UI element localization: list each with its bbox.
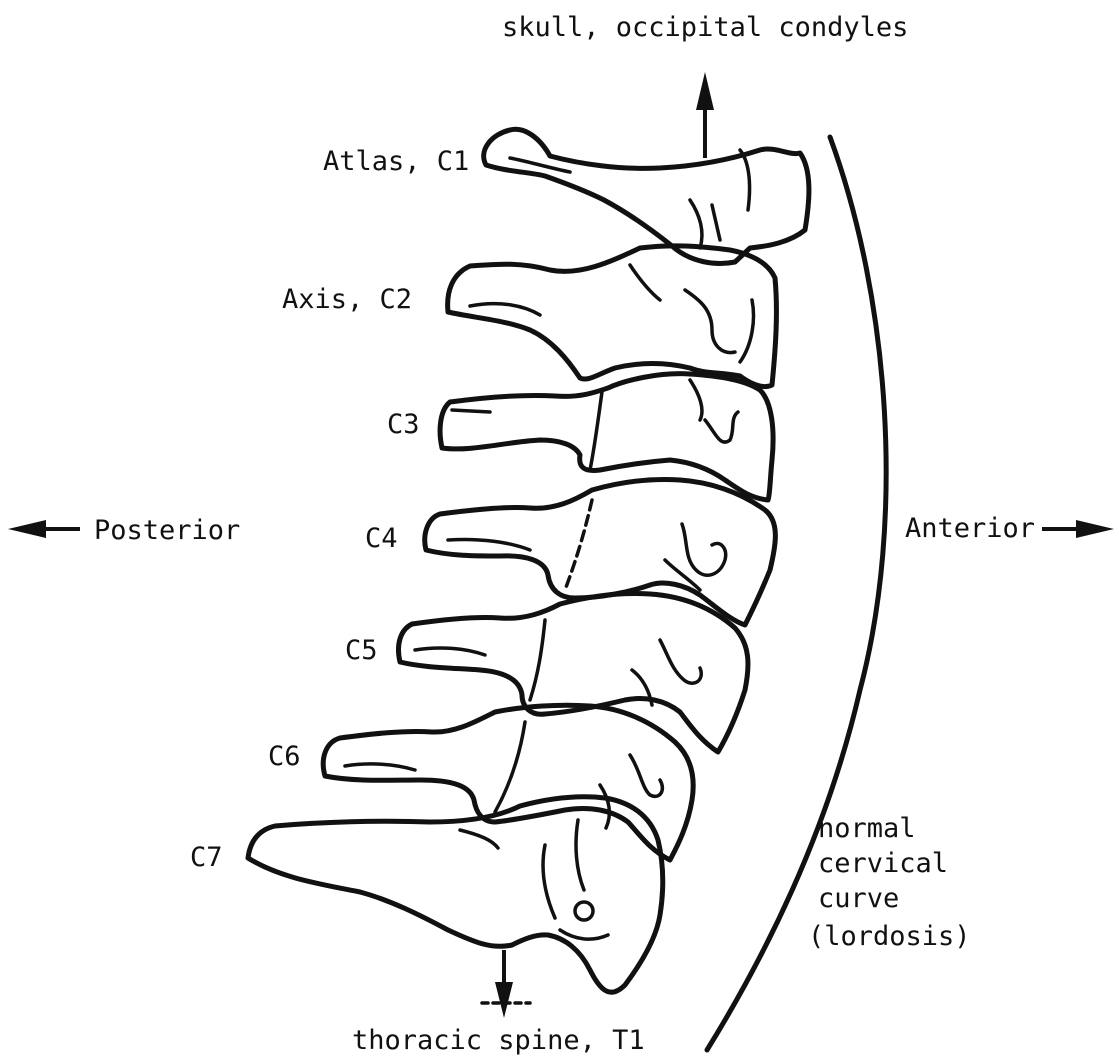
label-curve-cervical: cervical bbox=[818, 848, 948, 879]
label-curve-lordosis: (lordosis) bbox=[808, 921, 971, 952]
label-c6: C6 bbox=[268, 741, 301, 772]
label-atlas-c1: Atlas, C1 bbox=[323, 146, 469, 177]
arrow-right-anterior bbox=[1042, 520, 1114, 538]
vertebra-c4 bbox=[425, 479, 776, 625]
vertebra-c2-axis bbox=[448, 246, 777, 387]
label-curve-curve: curve bbox=[818, 883, 899, 914]
label-posterior: Posterior bbox=[94, 515, 240, 546]
label-c5: C5 bbox=[345, 635, 378, 666]
vertebra-c3 bbox=[440, 374, 773, 500]
arrow-left-posterior bbox=[8, 520, 80, 538]
label-c7: C7 bbox=[190, 842, 223, 873]
arrow-up-skull bbox=[696, 72, 714, 158]
label-curve-normal: normal bbox=[818, 813, 916, 844]
label-anterior: Anterior bbox=[905, 513, 1035, 544]
label-top-skull: skull, occipital condyles bbox=[502, 12, 908, 43]
label-c3: C3 bbox=[387, 409, 420, 440]
label-bottom-thoracic: thoracic spine, T1 bbox=[352, 1025, 645, 1056]
vertebra-c1-atlas bbox=[484, 129, 809, 263]
arrow-down-thoracic bbox=[482, 950, 530, 1018]
label-c4: C4 bbox=[365, 523, 398, 554]
vertebra-c7 bbox=[248, 797, 663, 992]
vertebra-c6 bbox=[323, 705, 693, 860]
label-axis-c2: Axis, C2 bbox=[282, 284, 412, 315]
